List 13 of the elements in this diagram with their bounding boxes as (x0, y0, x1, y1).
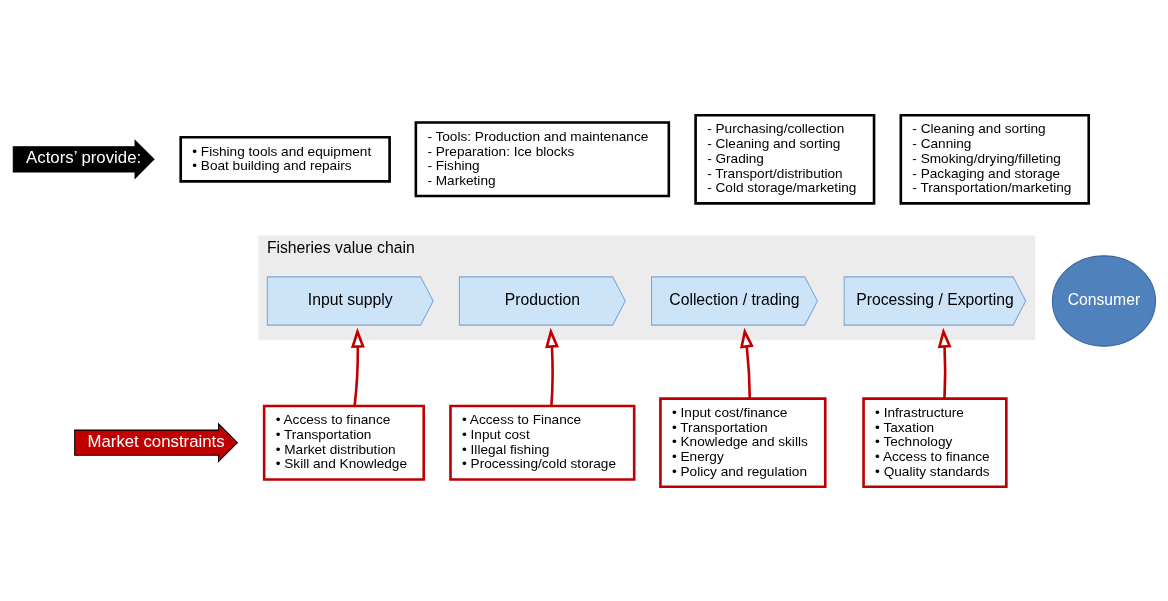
node-box: - Purchasing/collection - Cleaning and sorting - Grading - Transport/distribution - Cold storage/marketing (693, 113, 875, 205)
arrow (739, 327, 754, 398)
node-box: • Infrastructure • Taxation • Technology • Access to finance • Quality standards (861, 396, 1008, 488)
node-box: • Input cost/finance • Transportation • Knowledge and skills • Energy • Policy and regulation (658, 396, 827, 488)
arrow (937, 327, 952, 398)
node-box: • Access to Finance • Input cost • Illegal fishing • Processing/cold storage (448, 404, 635, 481)
arrow (544, 327, 559, 406)
node-box: • Access to finance • Transportation • Market distribution • Skill and Knowledge (262, 404, 425, 481)
node-box: • Fishing tools and equipment • Boat building and repairs (178, 135, 391, 183)
node-box: - Cleaning and sorting - Canning - Smoking/drying/filleting - Packaging and storage - Transportation/marketing (899, 113, 1090, 205)
node-ellipse: Consumer (1051, 254, 1156, 347)
node-box: - Tools: Production and maintenance - Preparation: Ice blocks - Fishing - Marketing (414, 120, 670, 197)
arrow (350, 327, 365, 406)
